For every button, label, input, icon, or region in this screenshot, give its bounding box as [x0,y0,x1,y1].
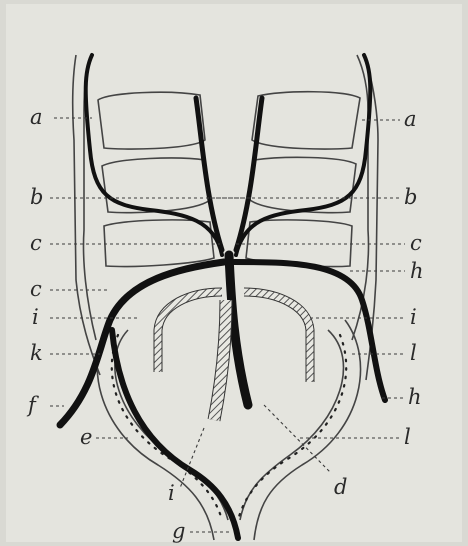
label-a-right: a [404,107,417,131]
label-d-bottom: d [334,475,347,499]
label-i-left: i [32,305,39,329]
label-l-right-upper: l [410,341,417,365]
label-k-left: k [30,341,43,365]
label-h-right-lower: h [408,385,422,409]
label-l-right-lower: l [404,425,411,449]
label-h-right-upper: h [410,259,424,283]
label-c-right: c [410,231,422,255]
label-a-left: a [30,105,43,129]
label-i-right: i [410,305,417,329]
label-b-right: b [404,185,417,209]
label-g-bottom: g [172,519,185,543]
label-b-left: b [30,185,43,209]
label-e-left: e [80,425,92,449]
label-c-left-lower: c [30,277,42,301]
label-i-bottom: i [168,481,175,505]
label-c-left-upper: c [30,231,42,255]
